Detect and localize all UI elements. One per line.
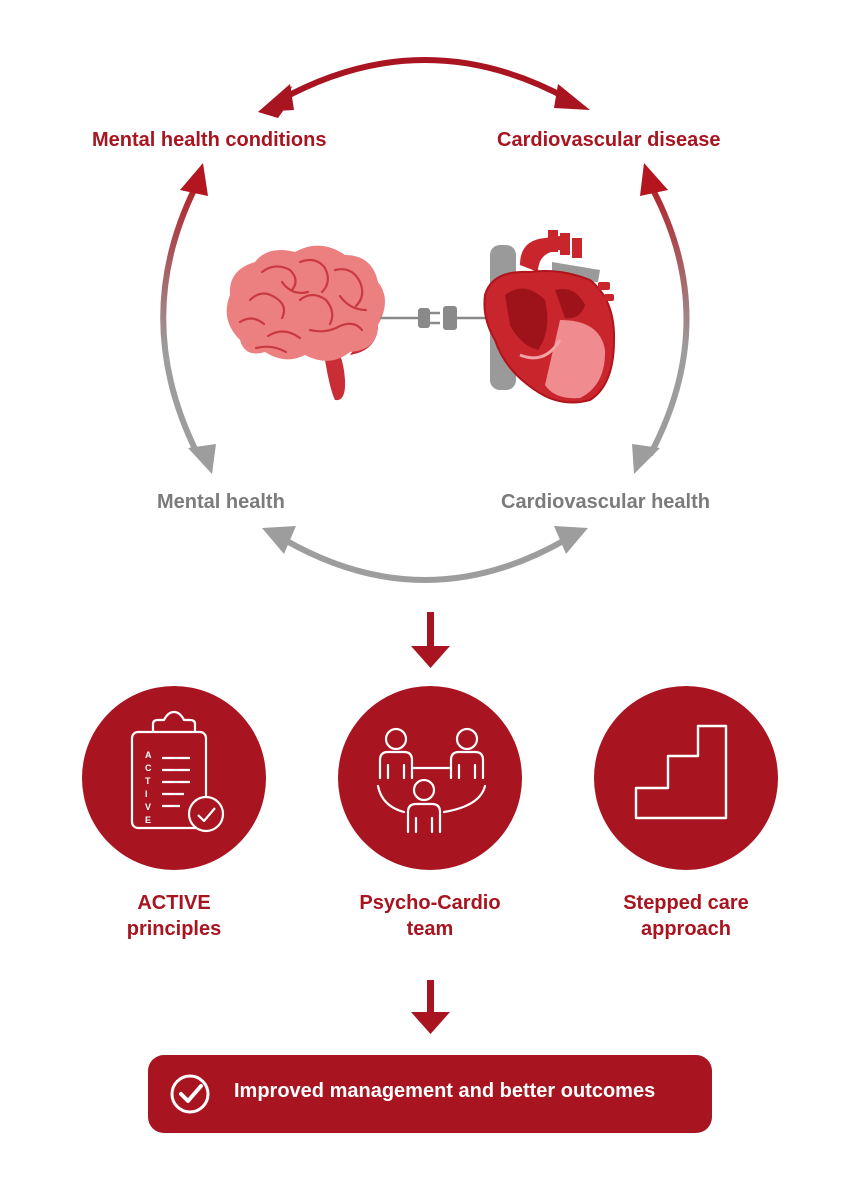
pillar-label-line2: principles (126, 918, 222, 940)
label-mental-health: Mental health (157, 491, 285, 513)
pillar-circle-3 (594, 686, 778, 870)
pillar-label-team: Psycho-Cardio team (310, 890, 550, 942)
outcome-banner: Improved management and better outcomes (148, 1055, 712, 1133)
heart-icon (483, 230, 616, 404)
pillar-label-line2: team (406, 918, 454, 940)
pillar-circle-2 (338, 686, 522, 870)
down-arrow-1 (411, 612, 450, 668)
right-cycle-arrow (632, 163, 690, 474)
pillar-label-line2: approach (640, 918, 732, 940)
pillar-label-line1: ACTIVE (137, 892, 211, 914)
clipboard-checklist-icon (130, 710, 225, 833)
outcome-text: Improved management and better outcomes (234, 1080, 656, 1102)
down-arrow-2 (411, 980, 450, 1034)
check-circle-icon (170, 1074, 210, 1114)
left-cycle-arrow (160, 163, 216, 474)
pillar-label-active: ACTIVE principles (54, 890, 294, 942)
pillar-label-stepped-care: Stepped care approach (566, 890, 806, 942)
top-cycle-arrow (258, 57, 590, 118)
pillar-label-line1: Stepped care (623, 892, 749, 914)
team-people-icon (376, 727, 487, 834)
brain-icon (226, 245, 385, 401)
bottom-cycle-arrow (262, 526, 588, 583)
label-cardiovascular-health: Cardiovascular health (501, 491, 710, 513)
pillar-circle-1 (82, 686, 266, 870)
plug-connector-icon (380, 306, 492, 330)
pillar-label-line1: Psycho-Cardio (359, 892, 501, 914)
label-cardiovascular-disease: Cardiovascular disease (497, 129, 721, 151)
clipboard-text: A C T I V E (145, 750, 154, 825)
label-mental-health-conditions: Mental health conditions (92, 129, 327, 151)
stairs-icon (634, 724, 728, 820)
